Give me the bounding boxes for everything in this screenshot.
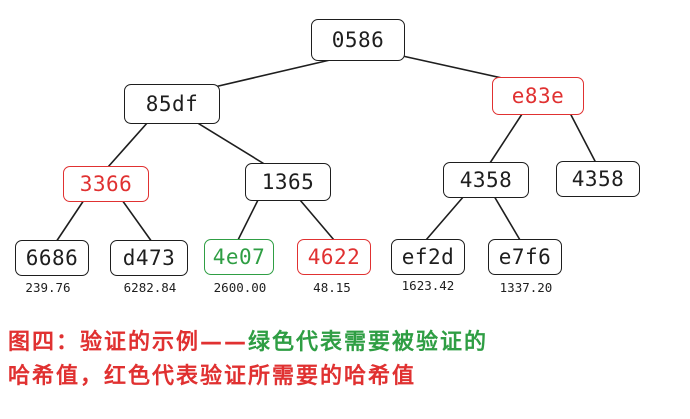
value-d473: 6282.84	[123, 280, 177, 295]
node-4622: 4622	[297, 239, 371, 275]
node-root: 0586	[311, 19, 405, 61]
edge-85df-3366	[107, 121, 149, 168]
edge-85df-1365	[195, 121, 267, 166]
value-6686: 239.76	[25, 280, 71, 295]
edge-4358a-e7f6	[493, 195, 521, 241]
node-e83e: e83e	[492, 77, 584, 115]
value-4e07: 2600.00	[213, 280, 267, 295]
caption-part-1: 图四：验证的示例——	[8, 330, 249, 355]
edge-e83e-4358b	[569, 112, 597, 164]
node-4e07: 4e07	[204, 239, 274, 275]
node-1365: 1365	[245, 163, 331, 201]
node-ef2d: ef2d	[391, 239, 465, 275]
edge-e83e-4358a	[489, 110, 525, 164]
value-4622: 48.15	[313, 280, 351, 295]
node-4358-left: 4358	[443, 162, 529, 198]
edge-4358a-ef2d	[425, 195, 465, 241]
edge-1365-4622	[299, 199, 335, 241]
caption-part-2: 绿色代表需要被验证的	[248, 330, 489, 355]
edge-root-85df	[209, 59, 331, 89]
node-d473: d473	[110, 240, 188, 276]
value-ef2d: 1623.42	[401, 278, 455, 293]
caption-part-3: 哈希值，红色代表验证所需要的哈希值	[8, 364, 417, 389]
edge-3366-6686	[55, 199, 85, 243]
merkle-tree-diagram	[55, 54, 597, 243]
node-85df: 85df	[124, 84, 220, 124]
node-e7f6: e7f6	[488, 239, 562, 275]
node-3366: 3366	[63, 166, 149, 202]
edge-1365-4e07	[237, 199, 259, 241]
figure-caption: 图四：验证的示例——绿色代表需要被验证的 哈希值，红色代表验证所需要的哈希值	[8, 326, 684, 394]
edge-3366-d473	[121, 199, 153, 243]
node-4358-right: 4358	[556, 161, 640, 197]
node-6686: 6686	[15, 240, 89, 276]
value-e7f6: 1337.20	[499, 280, 553, 295]
